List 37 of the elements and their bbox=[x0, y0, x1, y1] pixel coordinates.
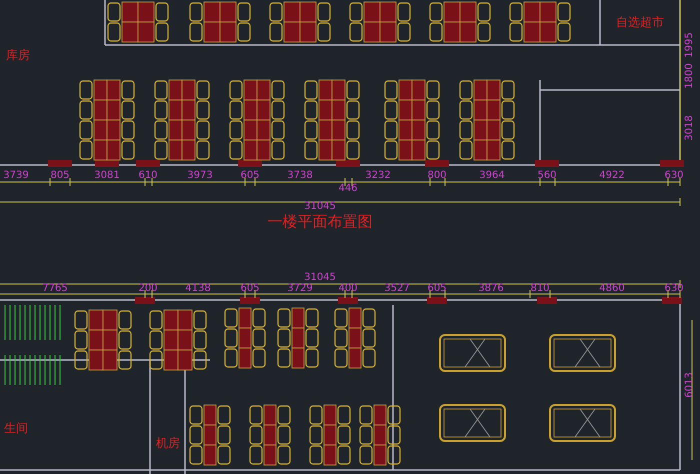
dimension-label: 800 bbox=[427, 171, 447, 181]
dimension-label: 3729 bbox=[287, 284, 313, 294]
dimension-label: 605 bbox=[240, 171, 260, 181]
dimension-label: 6013 bbox=[685, 372, 695, 398]
dimension-label: 31045 bbox=[304, 202, 336, 212]
dimension-label: 3232 bbox=[365, 171, 391, 181]
plan-title: 一楼平面布置图 bbox=[268, 214, 372, 230]
dimension-label: 1800 bbox=[685, 63, 695, 89]
room-name: 库房 bbox=[6, 49, 30, 61]
dimension-label: 1995 bbox=[685, 32, 695, 58]
dimension-label: 630 bbox=[664, 171, 684, 181]
dimension-label: 400 bbox=[338, 284, 358, 294]
dimension-label: 3527 bbox=[384, 284, 410, 294]
room-name: 自选超市 bbox=[616, 16, 664, 28]
dimension-label: 3973 bbox=[187, 171, 213, 181]
dimension-label: 7765 bbox=[42, 284, 68, 294]
dimension-label: 810 bbox=[530, 284, 550, 294]
dimension-label: 3018 bbox=[685, 115, 695, 141]
dimension-label: 3964 bbox=[479, 171, 505, 181]
dimension-label: 200 bbox=[138, 284, 158, 294]
dimension-label: 605 bbox=[427, 284, 447, 294]
dimension-label: 3876 bbox=[478, 284, 504, 294]
dimension-label: 4860 bbox=[599, 284, 625, 294]
dimension-label: 3081 bbox=[94, 171, 120, 181]
dimension-label: 560 bbox=[537, 171, 557, 181]
dimension-label: 805 bbox=[50, 171, 70, 181]
dimension-label: 630 bbox=[664, 284, 684, 294]
room-name: 生间 bbox=[4, 422, 28, 434]
dimension-label: 3738 bbox=[287, 171, 313, 181]
dimension-label: 610 bbox=[138, 171, 158, 181]
dimension-label: 4138 bbox=[185, 284, 211, 294]
dimension-label: 31045 bbox=[304, 273, 336, 283]
dimension-label: 4922 bbox=[599, 171, 625, 181]
dimension-label: 3739 bbox=[3, 171, 29, 181]
room-name: 机房 bbox=[156, 437, 180, 449]
dimension-label: 446 bbox=[338, 184, 358, 194]
dimension-label: 605 bbox=[240, 284, 260, 294]
